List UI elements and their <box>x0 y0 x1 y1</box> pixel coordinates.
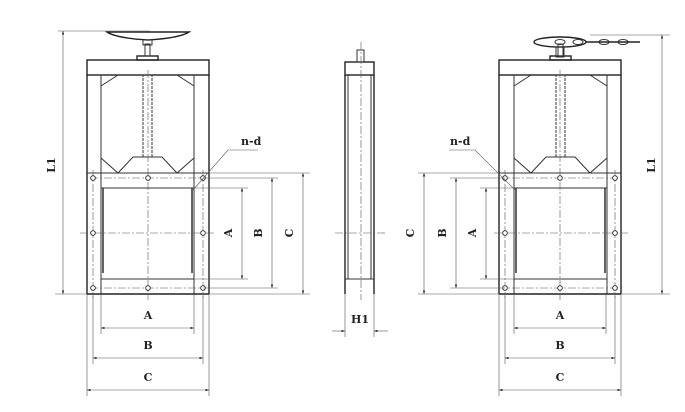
dim-c-horizontal: C <box>144 371 153 384</box>
dim-a-vertical: A <box>222 228 235 238</box>
dim-b-horizontal: B <box>143 339 152 352</box>
l1-label: L1 <box>45 157 58 172</box>
dim-c-horizontal: C <box>556 371 565 384</box>
chain-wheel-icon <box>533 36 640 58</box>
dim-a-horizontal: A <box>555 309 565 322</box>
dim-b-vertical: B <box>252 228 265 237</box>
h1-label: H1 <box>351 313 369 326</box>
bolt-hole-label: n-d <box>241 135 262 148</box>
handwheel-icon <box>104 31 192 46</box>
bolt-hole-label: n-d <box>450 135 471 148</box>
dim-a-horizontal: A <box>143 309 153 322</box>
dim-a-vertical: A <box>466 228 479 238</box>
dim-c-vertical: C <box>404 228 417 237</box>
l1-label: L1 <box>645 157 658 172</box>
dim-b-vertical: B <box>436 228 449 237</box>
side-view: H1 <box>332 42 388 337</box>
front-view: L1 A B C A B C n-d <box>45 30 310 396</box>
chain-wheel-view: L1 C B A A B C n-d <box>404 34 670 396</box>
dim-b-horizontal: B <box>555 339 564 352</box>
dim-c-vertical: C <box>283 228 296 237</box>
